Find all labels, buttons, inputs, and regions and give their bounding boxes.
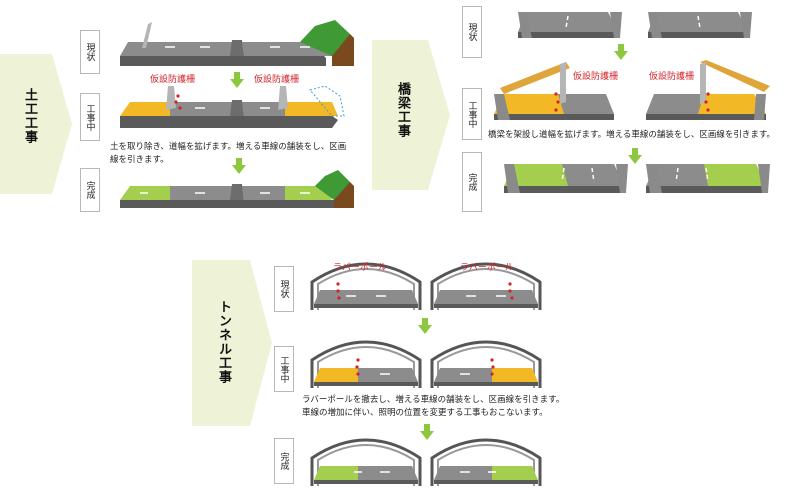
bridge-section-arrow	[372, 40, 450, 190]
bridge-construction-left	[494, 62, 614, 120]
tunnel-construction-left	[310, 340, 422, 388]
earthwork-arrow-2	[232, 158, 246, 174]
tunnel-arrow-2	[420, 424, 434, 440]
earthwork-stage-complete: 完成	[80, 168, 100, 212]
bridge-complete-right	[646, 164, 770, 193]
tunnel-current-right	[430, 262, 542, 310]
bridge-arrow-1	[614, 44, 628, 60]
earthwork-label-left: 仮設防護柵	[150, 75, 196, 85]
bridge-note: 橋梁を架設し道幅を拡げます。増える車線の舗装をし、区画線を引きます。	[488, 130, 776, 140]
tunnel-current-left	[310, 262, 422, 310]
earthwork-label-right: 仮設防護柵	[254, 75, 300, 85]
earthwork-road-construction	[120, 85, 345, 128]
bridge-arrow-2	[628, 148, 642, 164]
tunnel-stage-construction: 工事中	[274, 346, 294, 392]
earthwork-road-current	[120, 20, 354, 66]
tunnel-label-right: ラバーポール	[460, 263, 514, 273]
bridge-stage-construction: 工事中	[462, 88, 482, 140]
earthwork-arrow-1	[230, 72, 244, 88]
bridge-stage-complete: 完成	[462, 152, 482, 212]
tunnel-note-line2: 車線の増加に伴い、照明の位置を変更する工事もおこないます。	[302, 408, 548, 418]
tunnel-stage-current: 現状	[274, 266, 294, 312]
bridge-construction-right	[646, 60, 770, 120]
tunnel-construction-right	[430, 340, 542, 388]
bridge-complete-left	[504, 164, 628, 193]
tunnel-title: トンネル工事	[216, 300, 231, 384]
tunnel-label-left: ラバーポール	[333, 263, 387, 273]
bridge-label-left: 仮設防護柵	[573, 72, 619, 82]
bridge-current-left	[518, 12, 622, 38]
earthwork-road-complete	[120, 170, 354, 208]
bridge-label-right: 仮設防護柵	[649, 72, 695, 82]
tunnel-complete-right	[430, 438, 542, 486]
tunnel-arrow-1	[418, 318, 432, 334]
earthwork-title: 土工工事	[22, 88, 37, 144]
bridge-current-right	[648, 12, 752, 38]
earthwork-section-arrow	[0, 54, 72, 194]
tunnel-section-arrow	[192, 260, 272, 426]
tunnel-complete-left	[310, 438, 422, 486]
tunnel-stage-complete: 完成	[274, 438, 294, 484]
earthwork-stage-construction: 工事中	[80, 93, 100, 141]
bridge-stage-current: 現状	[462, 6, 482, 58]
earthwork-stage-current: 現状	[80, 30, 100, 74]
bridge-title: 橋梁工事	[395, 82, 410, 138]
tunnel-note-line1: ラバーポールを撤去し、増える車線の舗装をし、区画線を引きます。	[302, 395, 565, 405]
earthwork-note: 土を取り除き、道幅を拡げます。増える車線の舗装をし、区画線を引きます。	[110, 142, 347, 165]
